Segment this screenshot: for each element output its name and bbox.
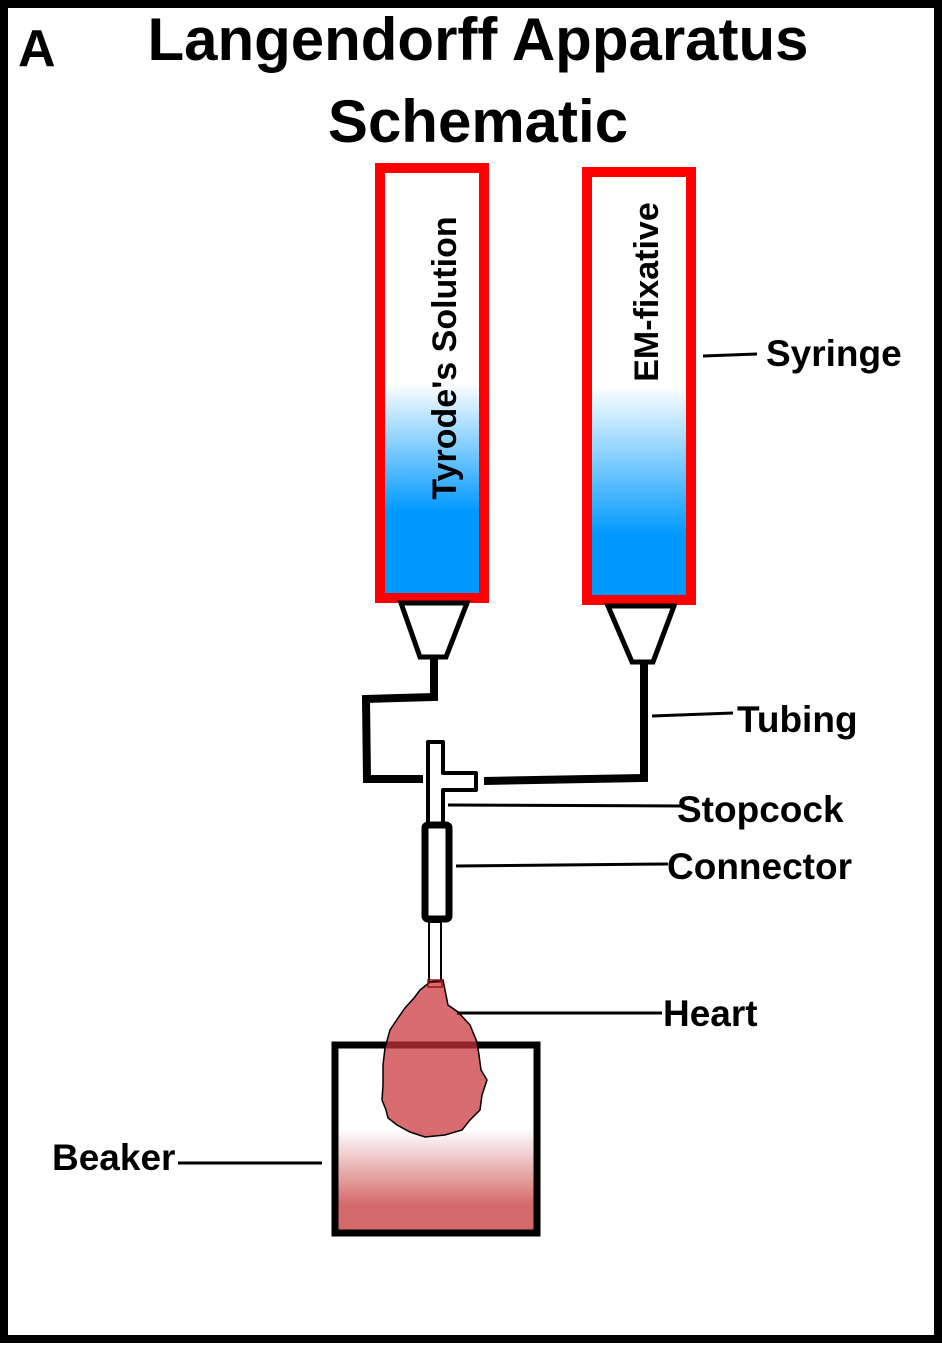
label-connector: Connector — [667, 846, 852, 887]
connector — [421, 821, 453, 923]
syringe-fixative-label: EM-fixative — [628, 202, 666, 382]
label-syringe: Syringe — [766, 333, 902, 374]
syringe-fixative-barrel — [582, 167, 696, 605]
panel-letter: A — [18, 20, 56, 78]
syringe-tyrode-label: Tyrode's Solution — [426, 216, 464, 499]
syringe-tyrode-tip — [397, 600, 471, 660]
syringe-tyrode: Tyrode's Solution — [375, 163, 489, 660]
cannula — [428, 921, 442, 983]
title-line-2: Schematic — [328, 88, 628, 155]
leader-syringe — [702, 352, 758, 358]
label-stopcock: Stopcock — [677, 789, 844, 830]
heart — [381, 979, 488, 1138]
syringe-fixative: EM-fixative — [582, 167, 696, 665]
tubing-right — [483, 662, 648, 785]
leader-stopcock — [447, 803, 684, 808]
cannula-tip — [427, 979, 443, 988]
syringe-tyrode-barrel — [375, 163, 489, 603]
tubing-left — [361, 657, 438, 783]
leader-connector — [455, 862, 669, 868]
label-beaker: Beaker — [52, 1137, 175, 1178]
label-heart: Heart — [663, 993, 758, 1034]
syringe-fixative-tip — [604, 603, 678, 665]
title-line-1: Langendorff Apparatus — [147, 6, 808, 73]
leader-tubing — [651, 711, 734, 718]
label-tubing: Tubing — [737, 699, 858, 740]
